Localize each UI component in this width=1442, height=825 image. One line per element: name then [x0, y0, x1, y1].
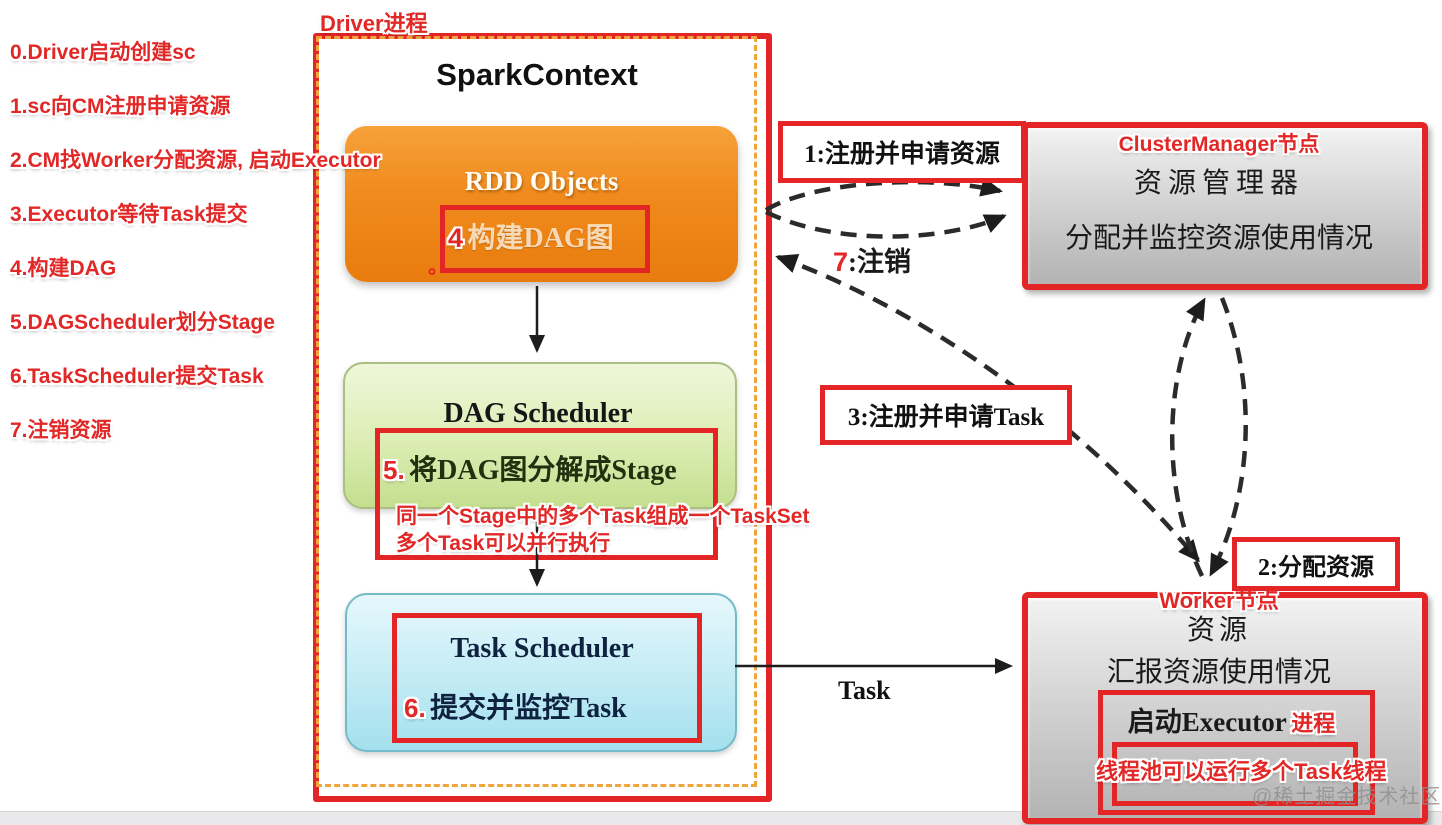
task-step-text: 提交并监控Task: [430, 693, 627, 724]
note-step-1: 1.sc向CM注册申请资源: [10, 95, 231, 118]
rdd-step-highlight-box: [440, 205, 650, 273]
worker-report-subtitle: 汇报资源使用情况: [1106, 657, 1331, 688]
cluster-manager-title: 资源管理器: [1133, 168, 1304, 199]
rdd-objects-title: RDD Objects: [464, 166, 619, 196]
note-step-0: 0.Driver启动创建sc: [10, 41, 196, 64]
worker-resource-title: 资源: [1186, 615, 1251, 646]
dag-scheduler-box: [343, 362, 737, 509]
note-step-3: 3.Executor等待Task提交: [10, 203, 248, 226]
note-step-7: 7.注销资源: [10, 419, 112, 442]
executor-highlight-box: [1098, 690, 1375, 815]
edge-label-task: Task: [838, 676, 891, 705]
cluster-manager-label: ClusterManager节点: [1118, 133, 1320, 156]
note-step-4: 4.构建DAG: [10, 257, 117, 280]
rdd-objects-box: [345, 126, 738, 282]
edge-label-allocate: 2:分配资源: [1232, 537, 1400, 591]
sparkcontext-title: SparkContext: [436, 57, 638, 92]
unregister-step-number: 7: [833, 247, 849, 277]
unregister-text: :注销: [848, 247, 912, 277]
watermark: @稀土掘金技术社区: [1252, 786, 1442, 808]
arrow-cm-to-worker: [1209, 297, 1248, 577]
rdd-step-number: 4: [448, 223, 464, 253]
edge-label-register: 1:注册并申请资源: [778, 121, 1026, 183]
threadpool-highlight-box: [1112, 742, 1358, 806]
arrow-worker-to-cm: [1170, 297, 1206, 577]
task-scheduler-title: Task Scheduler: [450, 633, 634, 664]
task-step-row: 6. 提交并监控Task: [404, 686, 627, 726]
threadpool-note: 线程池可以运行多个Task线程: [1096, 759, 1387, 784]
driver-process-label: Driver进程: [320, 11, 428, 36]
note-step-6: 6.TaskScheduler提交Task: [10, 365, 264, 388]
edge-label-apply-task: 3:注册并申请Task: [820, 385, 1072, 445]
executor-text: 启动Executor: [1127, 707, 1287, 737]
dag-step-highlight-box: [375, 428, 718, 560]
executor-row: 启动Executor 进程: [1098, 700, 1365, 739]
cluster-manager-subtitle: 分配并监控资源使用情况: [1064, 223, 1373, 254]
annotation-notes-list: 0.Driver启动创建sc 1.sc向CM注册申请资源 2.CM找Worker…: [10, 42, 430, 474]
note-step-5: 5.DAGScheduler划分Stage: [10, 311, 275, 334]
rdd-step-text: 构建DAG图: [467, 223, 614, 254]
rdd-step-dot: 。: [428, 256, 448, 278]
dag-step-text: 将DAG图分解成Stage: [409, 455, 677, 486]
worker-node-label: Worker节点: [1159, 588, 1279, 613]
dag-note-taskset: 同一个Stage中的多个Task组成一个TaskSet: [396, 505, 810, 528]
worker-node-box: [1022, 592, 1428, 824]
arrow-register-upper: [764, 177, 1003, 212]
arrow-register-lower: [765, 209, 1007, 239]
task-scheduler-box: [345, 593, 737, 752]
dag-step-number: 5.: [383, 455, 405, 485]
dag-scheduler-title: DAG Scheduler: [443, 398, 633, 429]
dag-note-parallel: 多个Task可以并行执行: [396, 532, 611, 555]
executor-process-tag: 进程: [1291, 711, 1336, 736]
dag-step-row: 5. 将DAG图分解成Stage: [383, 448, 677, 488]
rdd-step-row: 4 构建DAG图: [448, 216, 638, 256]
edge-label-unregister: 7:注销: [833, 240, 911, 279]
task-step-highlight-box: [392, 613, 702, 743]
note-step-2: 2.CM找Worker分配资源, 启动Executor: [10, 149, 381, 172]
task-step-number: 6.: [404, 693, 426, 723]
